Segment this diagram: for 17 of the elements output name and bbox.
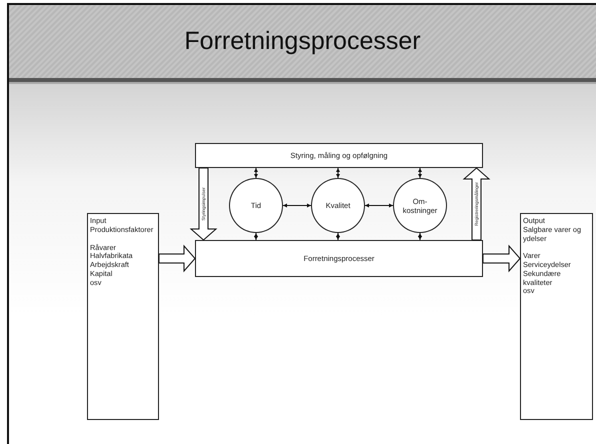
arrow [254,168,258,178]
process-box [195,143,483,168]
arrow [364,204,394,208]
list-box [87,213,159,420]
arrow [418,168,422,178]
arrow [418,232,422,240]
block-arrow [482,244,521,272]
arrow [336,168,340,178]
arrow [254,232,258,240]
arrow [282,204,312,208]
process-box [195,240,483,277]
slide-title: Forretningsprocesser [184,27,421,56]
block-arrow [462,167,490,240]
block-arrow [158,244,196,272]
list-box [520,213,593,420]
block-arrow [190,168,218,241]
arrow [336,232,340,240]
